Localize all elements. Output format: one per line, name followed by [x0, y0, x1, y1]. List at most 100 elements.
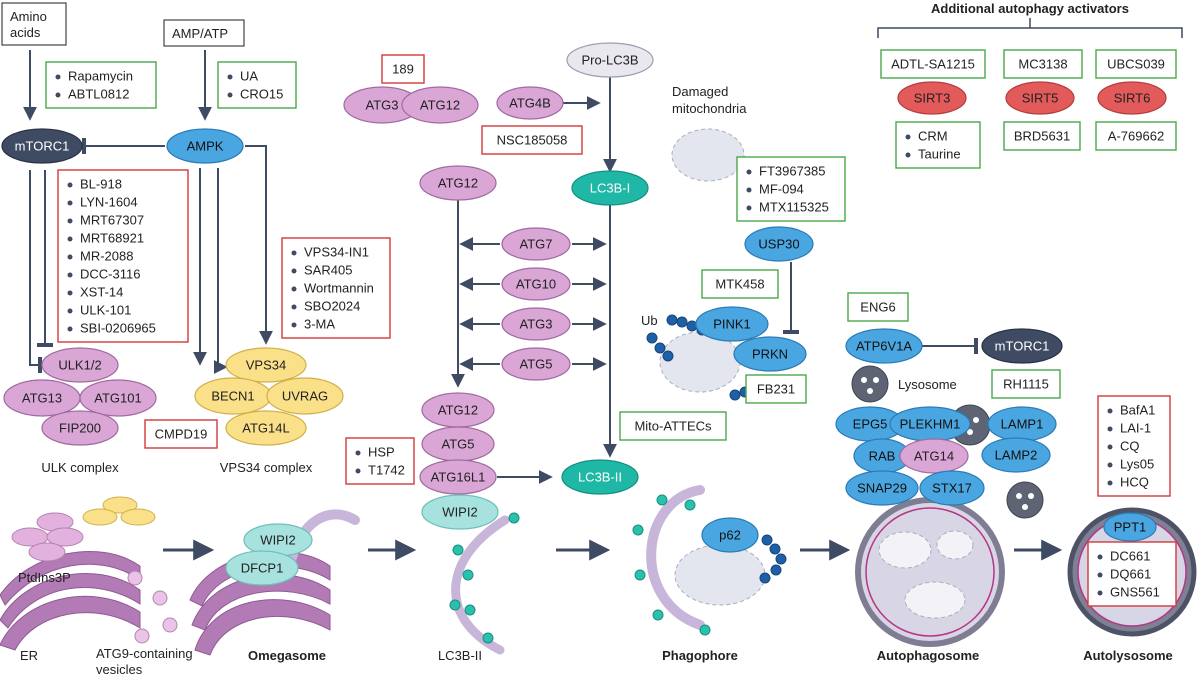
bullet-dot: [1107, 426, 1113, 432]
node-atg7: ATG7: [501, 227, 571, 261]
bullet-dot: [291, 322, 297, 328]
box-nsc-frame: [481, 125, 583, 155]
box-a769: A-769662: [1095, 121, 1177, 151]
box-hsp-item: T1742: [368, 462, 405, 477]
node-atg14-label: ATG14: [914, 448, 954, 463]
node-vps34: VPS34: [225, 347, 307, 383]
node-lc3bi: LC3B-I: [571, 170, 649, 206]
bullet-dot: [67, 254, 73, 260]
input-amino-text: Amino: [10, 9, 47, 24]
node-atg12a-shape: [401, 86, 479, 124]
node-ppt1-label: PPT1: [1114, 519, 1147, 534]
node-lamp1-label: LAMP1: [1001, 416, 1044, 431]
bullet-dot: [67, 308, 73, 314]
node-atg12c: ATG12: [421, 392, 495, 428]
node-mtorc1b-shape: [981, 328, 1063, 364]
bullet-dot: [67, 182, 73, 188]
label-labels-lc3biiStage: LC3B-II: [438, 648, 482, 663]
label-labels-ub: Ub: [641, 313, 658, 328]
node-sirt6-shape: [1097, 81, 1167, 115]
box-eng6-item: ENG6: [860, 299, 895, 314]
node-lc3bi-shape: [571, 170, 649, 206]
node-atg5a-label: ATG5: [520, 356, 553, 371]
label-labels-ptdins: PtdIns3P: [18, 570, 71, 585]
node-atg3a: ATG3: [343, 86, 421, 124]
bullet-dot: [355, 450, 361, 456]
box-ua-frame: [217, 61, 297, 109]
node-mtorc1-shape: [1, 128, 83, 164]
box-mtk458: MTK458: [701, 269, 779, 299]
node-sirt6: SIRT6: [1097, 81, 1167, 115]
box-a769-frame: [1095, 121, 1177, 151]
node-epg5-label: EPG5: [853, 416, 888, 431]
label-labels-damaged-1: mitochondria: [672, 101, 747, 116]
node-prolc3b-shape: [566, 42, 654, 78]
label-labels-damaged-0: Damaged: [672, 84, 728, 99]
box-crm-frame: [895, 121, 981, 169]
box-ft-item: MF-094: [759, 181, 804, 196]
label-labels-additional: Additional autophagy activators: [931, 1, 1129, 16]
box-rh1115-item: RH1115: [1003, 376, 1049, 391]
node-ampk-label: AMPK: [187, 138, 224, 153]
box-ulkInhib-item: LYN-1604: [80, 194, 138, 209]
node-snap29-shape: [845, 470, 919, 506]
node-atg16l1-shape: [419, 459, 497, 495]
node-wipi2a: WIPI2: [421, 494, 499, 530]
label-labels-ulkComplex: ULK complex: [41, 460, 119, 475]
box-b189: 189: [381, 54, 425, 84]
bullet-dot: [746, 187, 752, 193]
bullet-dot: [291, 286, 297, 292]
bullet-dot: [291, 268, 297, 274]
er-illustration: [0, 550, 141, 651]
phagophore-mito: [674, 544, 766, 606]
box-mtk458-frame: [701, 269, 779, 299]
label-labels-lysosome: Lysosome: [898, 377, 957, 392]
node-pink1: PINK1: [695, 306, 769, 342]
node-becn1-label: BECN1: [211, 388, 254, 403]
node-atg5a-shape: [501, 347, 571, 381]
box-rapamycin-frame: [45, 61, 157, 109]
node-plekhm1: PLEKHM1: [889, 406, 971, 442]
bullet-dot: [746, 169, 752, 175]
box-ubcs-item: UBCS039: [1107, 56, 1165, 71]
box-hsp-item: HSP: [368, 444, 395, 459]
box-dc661-item: GNS561: [1110, 584, 1160, 599]
node-lamp1: LAMP1: [987, 406, 1057, 442]
node-atg16l1-label: ATG16L1: [431, 469, 486, 484]
node-atg4b-shape: [496, 86, 564, 120]
label-stages-autophagosome: Autophagosome: [877, 648, 980, 663]
box-ulkInhib-item: XST-14: [80, 284, 123, 299]
node-atg7-shape: [501, 227, 571, 261]
box-cmpd19-frame: [144, 419, 218, 449]
box-ulkInhib-item: MR-2088: [80, 248, 133, 263]
box-vps34Inhib-item: VPS34-IN1: [304, 244, 369, 259]
box-ua-item: UA: [240, 68, 258, 83]
bullet-dot: [746, 205, 752, 211]
box-dc661-frame: [1087, 541, 1177, 607]
bullet-dot: [1097, 590, 1103, 596]
label-labels-atg9-1: vesicles: [96, 662, 143, 677]
box-a769-item: A-769662: [1108, 128, 1164, 143]
node-atg13: ATG13: [3, 379, 81, 417]
node-plekhm1-label: PLEKHM1: [900, 416, 961, 431]
node-uvrag-label: UVRAG: [282, 388, 328, 403]
node-sirt3-shape: [897, 81, 967, 115]
node-prkn-label: PRKN: [752, 346, 788, 361]
box-hsp-frame: [345, 437, 415, 485]
node-ulk12-label: ULK1/2: [58, 357, 101, 372]
node-atg14l-label: ATG14L: [242, 420, 289, 435]
phagophore-membrane: [646, 485, 705, 630]
box-brd-frame: [1003, 121, 1081, 151]
bullet-dot: [67, 236, 73, 242]
box-baf-item: Lys05: [1120, 456, 1154, 471]
box-baf-item: HCQ: [1120, 474, 1149, 489]
node-lamp2-shape: [981, 437, 1051, 473]
node-dfcp1-label: DFCP1: [241, 560, 284, 575]
box-nsc: NSC185058: [481, 125, 583, 155]
box-ulkInhib-item: BL-918: [80, 176, 122, 191]
node-fip200-shape: [41, 410, 119, 446]
box-brd: BRD5631: [1003, 121, 1081, 151]
